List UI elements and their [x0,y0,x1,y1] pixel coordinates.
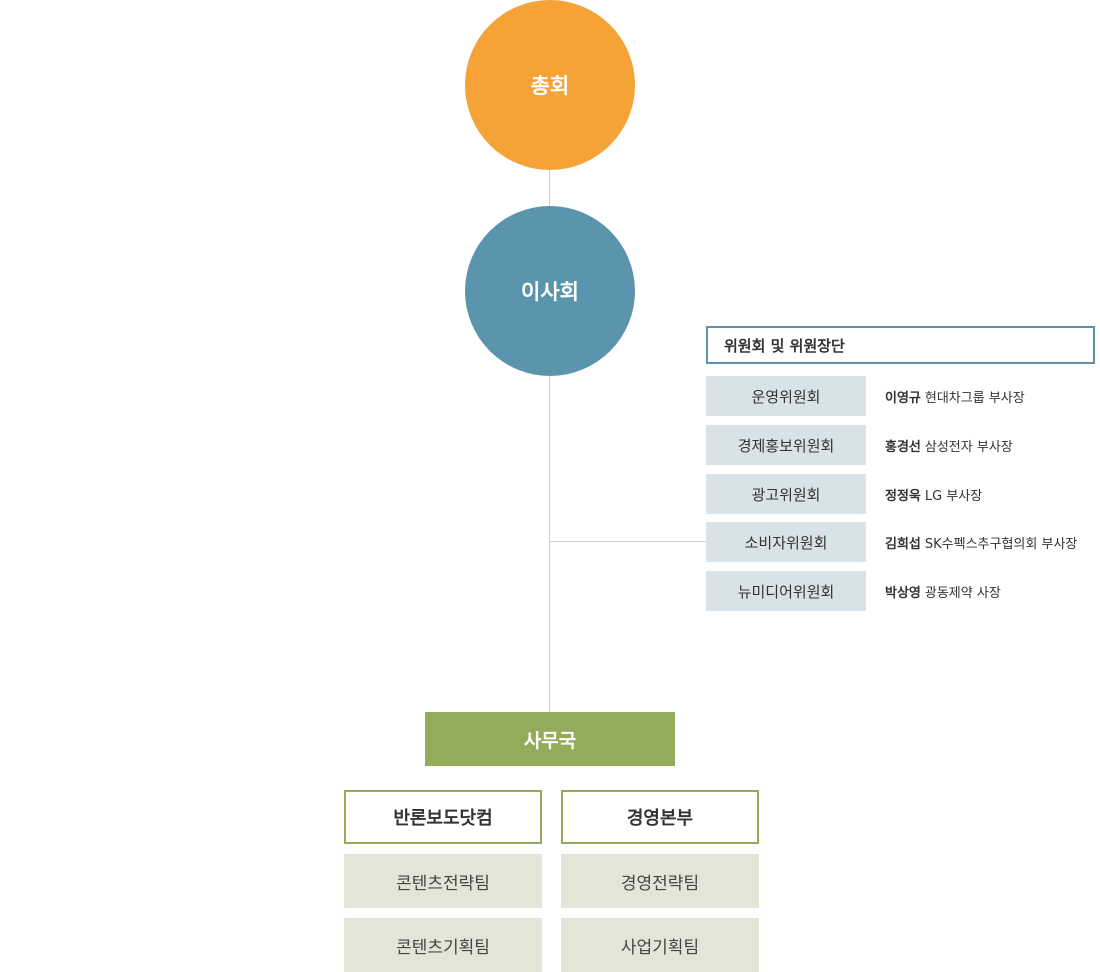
chair-title: 현대차그룹 부사장 [924,390,1025,406]
chair-name: 이영규 [885,390,921,406]
chair-name: 정정욱 [885,488,921,504]
connector-board-secretariat [549,375,550,713]
team-box: 사업기획팀 [561,918,759,972]
connector-assembly-board [549,168,550,208]
connector-to-committees [549,541,707,542]
chair-title: 삼성전자 부사장 [924,439,1013,455]
chair-title: 광동제약 사장 [924,585,1001,601]
chair-title: LG 부사장 [924,488,983,504]
department-name: 반론보도닷컴 [393,808,493,829]
team-name: 사업기획팀 [620,937,700,958]
secretariat-label: 사무국 [523,729,577,752]
committee-name: 소비자위원회 [744,533,828,552]
chair-title: SK수펙스추구협의회 부사장 [924,536,1078,552]
team-box: 콘텐츠전략팀 [344,854,542,908]
committee-name: 광고위원회 [751,485,821,504]
chair-name: 박상영 [885,585,921,601]
team-name: 경영전략팀 [620,873,700,894]
committee-name: 경제홍보위원회 [737,436,835,455]
board-node: 이사회 [465,206,635,376]
chair-name: 홍경선 [885,439,921,455]
committees-header: 위원회 및 위원장단 [706,326,1095,364]
general-assembly-label: 총회 [530,74,570,98]
committee-box: 경제홍보위원회 [706,425,866,465]
team-box: 콘텐츠기획팀 [344,918,542,972]
department-name: 경영본부 [626,808,694,829]
team-box: 경영전략팀 [561,854,759,908]
department-box: 경영본부 [561,790,759,844]
committee-box: 뉴미디어위원회 [706,571,866,611]
committee-name: 운영위원회 [751,387,821,406]
team-name: 콘텐츠전략팀 [396,873,490,894]
secretariat-node: 사무국 [425,712,675,766]
committee-box: 광고위원회 [706,474,866,514]
committee-name: 뉴미디어위원회 [737,582,835,601]
committee-box: 소비자위원회 [706,522,866,562]
committee-box: 운영위원회 [706,376,866,416]
chair-name: 김희섭 [885,536,921,552]
committees-header-label: 위원회 및 위원장단 [724,336,845,355]
department-box: 반론보도닷컴 [344,790,542,844]
team-name: 콘텐츠기획팀 [396,937,490,958]
board-label: 이사회 [521,280,579,304]
general-assembly-node: 총회 [465,0,635,170]
